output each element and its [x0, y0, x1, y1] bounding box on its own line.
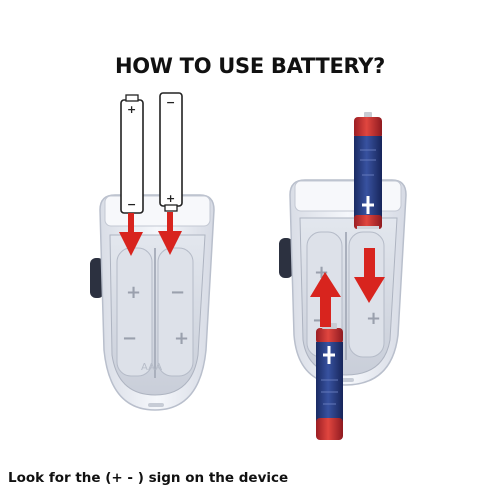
- left-minus-mark-bottom: −: [122, 328, 137, 349]
- arrow-down-right-icon: [158, 212, 182, 255]
- left-minus-mark-top: −: [170, 282, 185, 303]
- outline-plus-left: +: [127, 103, 136, 116]
- page-title: HOW TO USE BATTERY?: [114, 54, 386, 78]
- outline-battery-left: + −: [120, 94, 144, 214]
- outline-plus-right: +: [166, 192, 175, 205]
- outline-minus-right: −: [166, 96, 175, 109]
- arrow-up-icon: [310, 272, 341, 327]
- outline-minus-left: −: [127, 198, 136, 211]
- left-aaa-label: AAA: [141, 362, 162, 373]
- left-plus-mark-bottom: +: [174, 328, 189, 349]
- battery-top: [354, 112, 382, 229]
- arrow-down-left-icon: [119, 213, 143, 256]
- left-plus-mark-top: +: [126, 282, 141, 303]
- outline-battery-right: − +: [159, 92, 183, 212]
- footer-caption: Look for the (+ - ) sign on the device: [8, 470, 289, 486]
- arrow-down-icon: [354, 248, 385, 303]
- battery-bottom: [316, 323, 343, 440]
- right-plus-mark-bottom: +: [366, 308, 381, 329]
- left-device: + − − + AAA: [90, 194, 215, 411]
